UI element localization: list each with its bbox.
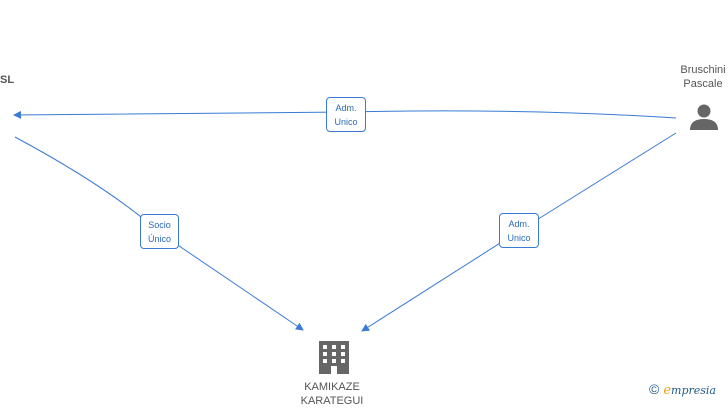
- target-company-label[interactable]: KAMIKAZE KARATEGUI: [284, 380, 380, 408]
- edge-label-line1: Socio: [148, 220, 171, 230]
- target-company-line2: KARATEGUI: [300, 395, 364, 407]
- edge-label-line2: Unico: [507, 233, 531, 243]
- empresia-logo: ©empresia: [649, 381, 716, 398]
- left-company-label[interactable]: SL: [0, 73, 20, 87]
- person-icon[interactable]: [690, 104, 718, 131]
- left-company-name: SL: [0, 74, 15, 86]
- copyright-symbol: ©: [649, 381, 660, 397]
- person-label[interactable]: Bruschini Pascale: [670, 63, 728, 91]
- target-company-line1: KAMIKAZE: [304, 381, 360, 393]
- person-name-line1: Bruschini: [680, 64, 726, 76]
- edge-label-socio-unico[interactable]: Socio Único: [140, 214, 179, 249]
- edge-label-line2: Único: [147, 234, 171, 244]
- edge-label-line1: Adm.: [508, 219, 530, 229]
- edge-label-line2: Unico: [334, 117, 358, 127]
- person-name-line2: Pascale: [683, 78, 723, 90]
- edge-label-line1: Adm.: [335, 103, 357, 113]
- edge-label-adm-unico-top[interactable]: Adm. Unico: [326, 97, 366, 132]
- building-icon[interactable]: [319, 341, 349, 374]
- logo-text: mpresia: [671, 384, 716, 397]
- logo-initial: e: [663, 383, 672, 398]
- edge-label-adm-unico-right[interactable]: Adm. Unico: [499, 213, 539, 248]
